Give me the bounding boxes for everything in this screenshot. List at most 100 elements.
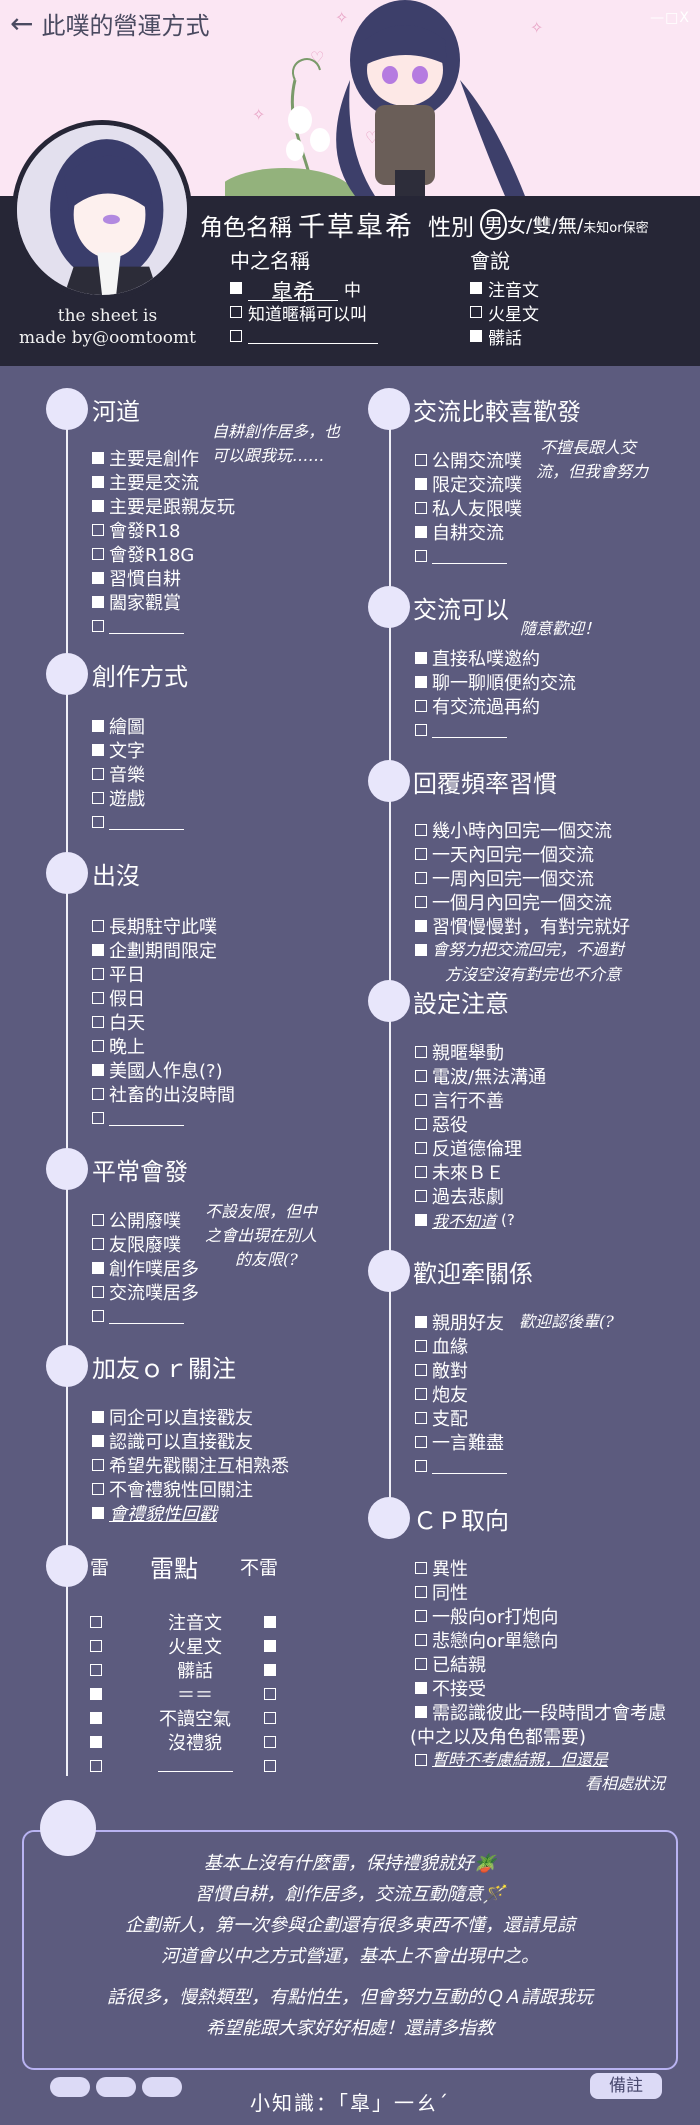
checkbox[interactable] [92, 1064, 104, 1076]
checkbox[interactable] [92, 548, 104, 560]
checkbox[interactable] [92, 572, 104, 584]
checkbox[interactable] [415, 1316, 427, 1328]
checkbox[interactable] [92, 992, 104, 1004]
checkbox[interactable] [92, 944, 104, 956]
checkbox[interactable] [92, 1483, 104, 1495]
gender-option[interactable]: 雙 [532, 215, 552, 237]
checkbox[interactable] [92, 1040, 104, 1052]
checkbox[interactable] [415, 1094, 427, 1106]
gender-selected[interactable]: 男 [480, 209, 508, 240]
page-pill[interactable] [142, 2077, 182, 2097]
checkbox[interactable] [92, 1016, 104, 1028]
checkbox[interactable] [415, 1118, 427, 1130]
gender-option[interactable]: 女 [507, 215, 527, 237]
back-button[interactable]: ← 此噗的營運方式 [10, 6, 209, 41]
checkbox[interactable] [90, 1639, 102, 1652]
checkbox[interactable] [90, 1711, 102, 1724]
checkbox[interactable] [230, 282, 242, 294]
checkbox[interactable] [415, 848, 427, 860]
checkbox[interactable] [92, 1214, 104, 1226]
checkbox[interactable] [415, 676, 427, 688]
checkbox[interactable] [415, 1190, 427, 1202]
checkbox[interactable] [415, 700, 427, 712]
checkbox[interactable] [90, 1687, 102, 1700]
checkbox[interactable] [415, 1364, 427, 1376]
checkbox[interactable] [230, 330, 242, 342]
checkbox[interactable] [415, 550, 427, 562]
checkbox[interactable] [92, 476, 104, 488]
checkbox[interactable] [470, 330, 482, 342]
memo-button[interactable]: 備註 [590, 2073, 662, 2099]
checkbox[interactable] [264, 1760, 276, 1772]
checkbox[interactable] [415, 1046, 427, 1058]
checkbox[interactable] [92, 1435, 104, 1447]
checkbox[interactable] [90, 1759, 102, 1772]
checkbox[interactable] [92, 1286, 104, 1298]
checkbox[interactable] [264, 1640, 276, 1652]
checkbox[interactable] [415, 1706, 427, 1718]
checkbox[interactable] [415, 1436, 427, 1448]
checkbox[interactable] [92, 1262, 104, 1274]
checkbox[interactable] [92, 968, 104, 980]
checkbox[interactable] [415, 1610, 427, 1622]
checkbox[interactable] [90, 1663, 102, 1676]
page-pill[interactable] [96, 2077, 136, 2097]
checkbox[interactable] [92, 792, 104, 804]
checkbox[interactable] [230, 306, 242, 318]
checkbox[interactable] [415, 526, 427, 538]
checkbox[interactable] [92, 1507, 104, 1519]
checkbox[interactable] [415, 920, 427, 932]
checkbox[interactable] [415, 478, 427, 490]
checkbox[interactable] [415, 872, 427, 884]
gender-option[interactable]: 未知or保密 [583, 221, 649, 236]
checkbox[interactable] [415, 1562, 427, 1574]
checkbox[interactable] [415, 1658, 427, 1670]
checkbox[interactable] [415, 1142, 427, 1154]
checkbox[interactable] [92, 452, 104, 464]
checkbox[interactable] [92, 920, 104, 932]
checkbox[interactable] [415, 896, 427, 908]
checkbox[interactable] [92, 1088, 104, 1100]
checkbox[interactable] [92, 720, 104, 732]
checkbox[interactable] [90, 1735, 102, 1748]
checkbox[interactable] [415, 1586, 427, 1598]
page-pill[interactable] [50, 2077, 90, 2097]
checkbox[interactable] [415, 1214, 427, 1226]
checkbox[interactable] [92, 596, 104, 608]
checkbox[interactable] [264, 1688, 276, 1700]
gender-option[interactable]: 無 [557, 215, 577, 237]
checkbox[interactable] [415, 454, 427, 466]
checkbox[interactable] [92, 744, 104, 756]
checkbox[interactable] [415, 502, 427, 514]
checkbox[interactable] [415, 1340, 427, 1352]
checkbox[interactable] [92, 500, 104, 512]
checkbox[interactable] [415, 1634, 427, 1646]
checkbox[interactable] [92, 1310, 104, 1322]
checkbox[interactable] [470, 306, 482, 318]
checkbox[interactable] [92, 524, 104, 536]
checkbox[interactable] [90, 1615, 102, 1628]
checkbox[interactable] [264, 1616, 276, 1628]
checkbox[interactable] [415, 724, 427, 736]
checkbox[interactable] [92, 1112, 104, 1124]
checkbox[interactable] [92, 1411, 104, 1423]
checkbox[interactable] [415, 652, 427, 664]
checkbox[interactable] [415, 1682, 427, 1694]
checkbox[interactable] [264, 1664, 276, 1676]
checkbox[interactable] [470, 282, 482, 294]
checkbox[interactable] [92, 620, 104, 632]
checkbox[interactable] [415, 1460, 427, 1472]
checkbox[interactable] [415, 944, 427, 956]
checkbox[interactable] [415, 1070, 427, 1082]
checkbox[interactable] [264, 1712, 276, 1724]
checkbox[interactable] [92, 768, 104, 780]
checkbox[interactable] [92, 1238, 104, 1250]
checkbox[interactable] [415, 1412, 427, 1424]
checkbox[interactable] [415, 824, 427, 836]
checkbox[interactable] [415, 1754, 427, 1766]
checkbox[interactable] [264, 1736, 276, 1748]
checkbox[interactable] [415, 1388, 427, 1400]
window-controls[interactable]: —□X [650, 10, 690, 26]
checkbox[interactable] [92, 816, 104, 828]
checkbox[interactable] [415, 1166, 427, 1178]
